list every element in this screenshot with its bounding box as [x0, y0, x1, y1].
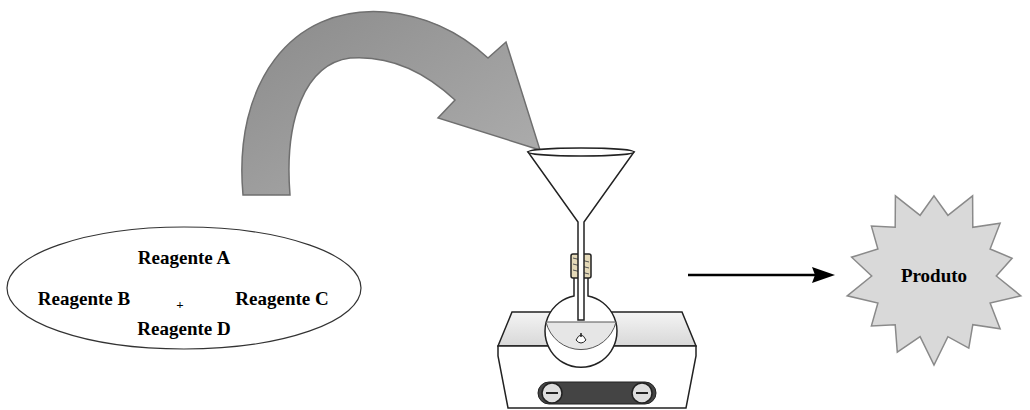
reagent-label: Reagente D: [137, 319, 230, 340]
plus-sign: +: [176, 298, 183, 312]
reagent-label: Reagente B: [38, 289, 130, 310]
reaction-arrow: [688, 274, 815, 277]
reagent-label: Reagente C: [235, 289, 328, 310]
ellipse-shape: [7, 227, 361, 349]
stirrer-knob: [542, 383, 562, 403]
product-starburst: Produto: [843, 185, 1025, 367]
reagent-label: Reagente A: [138, 248, 230, 269]
curved-arrow: [242, 12, 540, 195]
funnel: [528, 152, 634, 320]
reagent-ellipse: Reagente A Reagente B + Reagente CReagente …: [6, 226, 362, 350]
reaction-arrowhead: [812, 267, 835, 283]
stirrer-panel: [538, 382, 656, 404]
star-shape: [847, 196, 1021, 365]
flask-liquid: [546, 322, 616, 350]
stirrer-knob: [632, 383, 652, 403]
product-label: Produto: [901, 266, 967, 287]
